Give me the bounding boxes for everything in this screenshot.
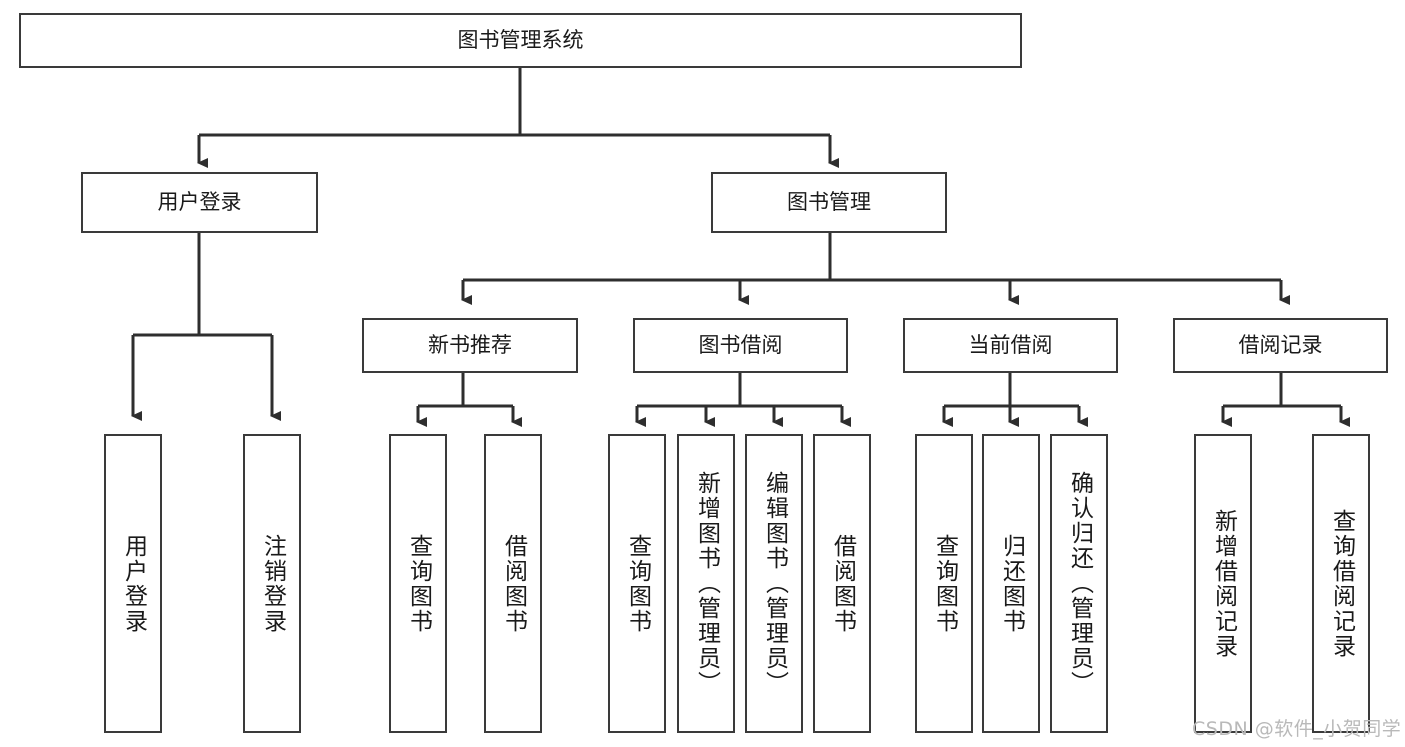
node-leaf-return-book[interactable]: 归还图书 [982, 434, 1040, 733]
node-label: 图书借阅 [698, 333, 783, 358]
node-label: 查询借阅记录 [1328, 508, 1355, 659]
node-leaf-query-borrow-record[interactable]: 查询借阅记录 [1312, 434, 1370, 733]
node-label: 归还图书 [998, 533, 1025, 634]
node-leaf-user-login[interactable]: 用户登录 [104, 434, 162, 733]
node-label: 查询图书 [931, 533, 958, 634]
node-label: 图书管理系统 [457, 28, 584, 53]
node-label: 编辑图书（管理员） [761, 471, 788, 696]
node-new-book-recommend[interactable]: 新书推荐 [362, 318, 578, 373]
node-leaf-add-borrow-record[interactable]: 新增借阅记录 [1194, 434, 1252, 733]
node-label: 用户登录 [120, 533, 147, 634]
node-current-borrow[interactable]: 当前借阅 [903, 318, 1118, 373]
node-label: 借阅图书 [500, 533, 527, 634]
node-leaf-query-book-current[interactable]: 查询图书 [915, 434, 973, 733]
node-root-book-management-system[interactable]: 图书管理系统 [19, 13, 1022, 68]
node-leaf-query-book-borrow[interactable]: 查询图书 [608, 434, 666, 733]
node-borrow-record[interactable]: 借阅记录 [1173, 318, 1388, 373]
node-label: 注销登录 [259, 533, 286, 634]
node-leaf-borrow-book[interactable]: 借阅图书 [813, 434, 871, 733]
node-label: 查询图书 [624, 533, 651, 634]
node-label: 借阅图书 [829, 533, 856, 634]
node-label: 用户登录 [157, 190, 242, 215]
node-book-borrow[interactable]: 图书借阅 [633, 318, 848, 373]
node-label: 新增借阅记录 [1210, 508, 1237, 659]
node-leaf-borrow-book-recommend[interactable]: 借阅图书 [484, 434, 542, 733]
node-user-login[interactable]: 用户登录 [81, 172, 318, 233]
node-label: 图书管理 [787, 190, 871, 215]
node-label: 当前借阅 [968, 333, 1053, 358]
node-label: 确认归还（管理员） [1066, 471, 1093, 696]
node-label: 新增图书（管理员） [693, 471, 720, 696]
node-leaf-confirm-return-admin[interactable]: 确认归还（管理员） [1050, 434, 1108, 733]
node-leaf-edit-book-admin[interactable]: 编辑图书（管理员） [745, 434, 803, 733]
node-leaf-logout[interactable]: 注销登录 [243, 434, 301, 733]
node-label: 新书推荐 [428, 333, 512, 358]
node-book-management[interactable]: 图书管理 [711, 172, 947, 233]
node-leaf-add-book-admin[interactable]: 新增图书（管理员） [677, 434, 735, 733]
node-leaf-query-book-recommend[interactable]: 查询图书 [389, 434, 447, 733]
node-label: 查询图书 [405, 533, 432, 634]
node-label: 借阅记录 [1238, 333, 1323, 358]
